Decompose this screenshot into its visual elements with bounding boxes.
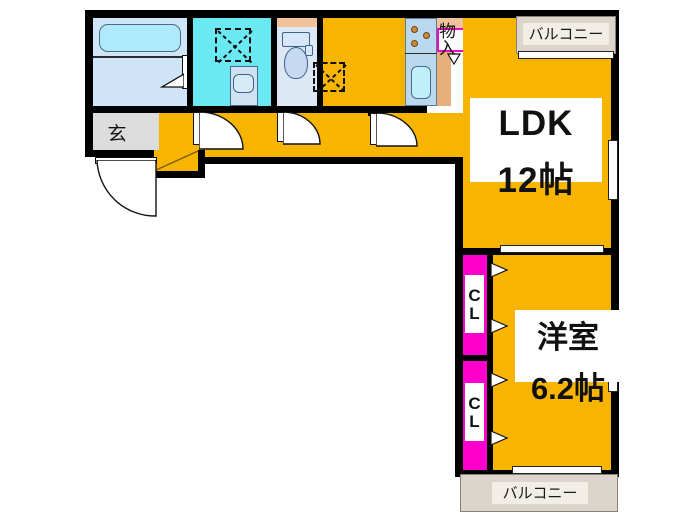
balcony-top-label: バルコニー <box>523 23 609 45</box>
bath-divider <box>93 56 187 58</box>
closet-upper-inner-wall <box>487 255 493 355</box>
upper-counter-strip <box>437 18 463 28</box>
step-right-wall <box>198 150 205 178</box>
balcony-bottom <box>460 474 618 512</box>
closet-lower-label: CL <box>465 383 484 441</box>
closet-upper-label: CL <box>465 275 484 333</box>
step-bottom-wall <box>147 171 205 178</box>
bathtub-icon <box>99 24 181 52</box>
closet-lower-door-marker-icon <box>490 372 509 388</box>
closet-lower-door-marker-icon <box>490 430 509 446</box>
toilet-shelf <box>277 18 317 27</box>
bedroom-size: 6.2帖 <box>530 371 606 406</box>
closet-divider-wall <box>455 355 493 361</box>
ldk-size: 12帖 <box>497 161 575 200</box>
closet-upper-door-marker-icon <box>490 262 509 278</box>
storage-door-marker-icon <box>446 52 462 66</box>
ldk-door-jamb <box>368 106 375 116</box>
genkan-bottom-wall <box>85 150 153 157</box>
closet-lower-inner-wall <box>487 361 493 470</box>
bedroom-left-wall <box>455 157 463 477</box>
ldk-top-wall <box>463 10 619 18</box>
stove-burner-icon <box>411 26 418 33</box>
closet-upper-door-marker-icon <box>490 318 509 334</box>
entrance-label: 玄 <box>100 120 134 148</box>
kitchen-ceiling-hatch-icon <box>313 62 347 94</box>
corridor-bottom-wall <box>198 157 463 164</box>
washroom-ceiling-hatch-icon <box>215 28 253 64</box>
ldk-balcony-window-top <box>518 51 614 59</box>
washroom-door-swing-icon <box>198 111 244 150</box>
ldk-right-wall <box>611 10 619 250</box>
bath-washroom-wall <box>187 18 193 106</box>
washroom-toilet-wall <box>271 18 277 106</box>
lavatory-bowl-icon <box>233 74 254 93</box>
toilet-lever-icon <box>305 45 313 56</box>
toilet-bowl-icon <box>284 47 308 79</box>
entrance-door-swing-icon <box>96 159 158 218</box>
sink-bowl-icon <box>411 66 431 99</box>
bedroom-balcony-window <box>512 466 602 474</box>
corridor-top-wall <box>85 106 427 113</box>
stove-burner-icon <box>423 32 430 39</box>
bedroom-label-box: 洋室 6.2帖 <box>515 310 621 406</box>
kitchen-counter-split <box>405 53 437 55</box>
ldk-bedroom-sliding-door[interactable] <box>500 245 604 253</box>
bedroom-name: 洋室 <box>537 320 599 355</box>
ldk-label-box: LDK 12帖 <box>470 98 602 200</box>
toilet-tank-icon <box>282 32 310 47</box>
ldk-name: LDK <box>498 104 574 143</box>
balcony-bottom-label: バルコニー <box>492 482 588 504</box>
stove-burner-icon <box>411 40 418 47</box>
left-outer-wall <box>85 10 93 150</box>
toilet-door-swing-icon <box>282 111 321 145</box>
bath-door-swing-icon <box>159 72 185 88</box>
ldk-door-swing-icon <box>375 112 418 147</box>
top-wing-outer-wall <box>85 10 471 18</box>
step-line <box>153 150 199 172</box>
ldk-window <box>608 140 618 200</box>
